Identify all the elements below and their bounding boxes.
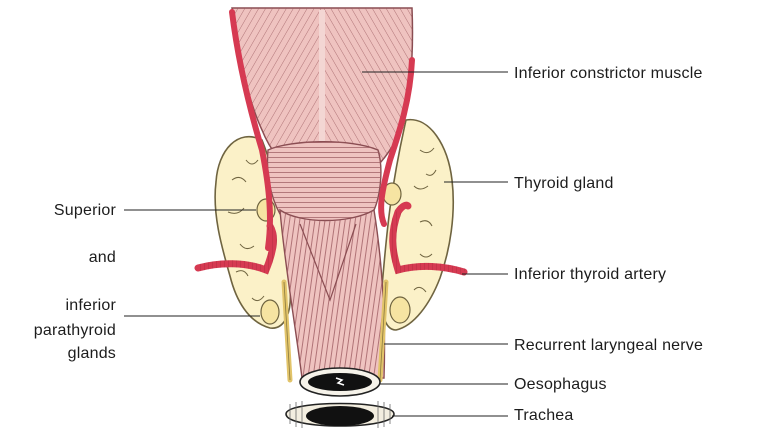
trachea-lumen <box>306 406 374 426</box>
label-glands: glands <box>68 345 116 362</box>
label-parathyroid: parathyroid <box>34 322 116 339</box>
parathyroid-inferior-left <box>261 300 279 324</box>
label-inferior: inferior <box>65 297 116 314</box>
label-inferior-constrictor-muscle: Inferior constrictor muscle <box>514 65 703 82</box>
parathyroid-inferior-right <box>390 297 410 323</box>
cricopharyngeus-fibers <box>268 142 381 222</box>
label-thyroid-gland: Thyroid gland <box>514 175 614 192</box>
label-recurrent-laryngeal-nerve: Recurrent laryngeal nerve <box>514 337 703 354</box>
label-and: and <box>89 249 116 266</box>
label-inferior-thyroid-artery: Inferior thyroid artery <box>514 266 666 283</box>
label-oesophagus: Oesophagus <box>514 376 607 393</box>
label-superior: Superior <box>54 202 117 219</box>
label-trachea: Trachea <box>514 407 574 424</box>
